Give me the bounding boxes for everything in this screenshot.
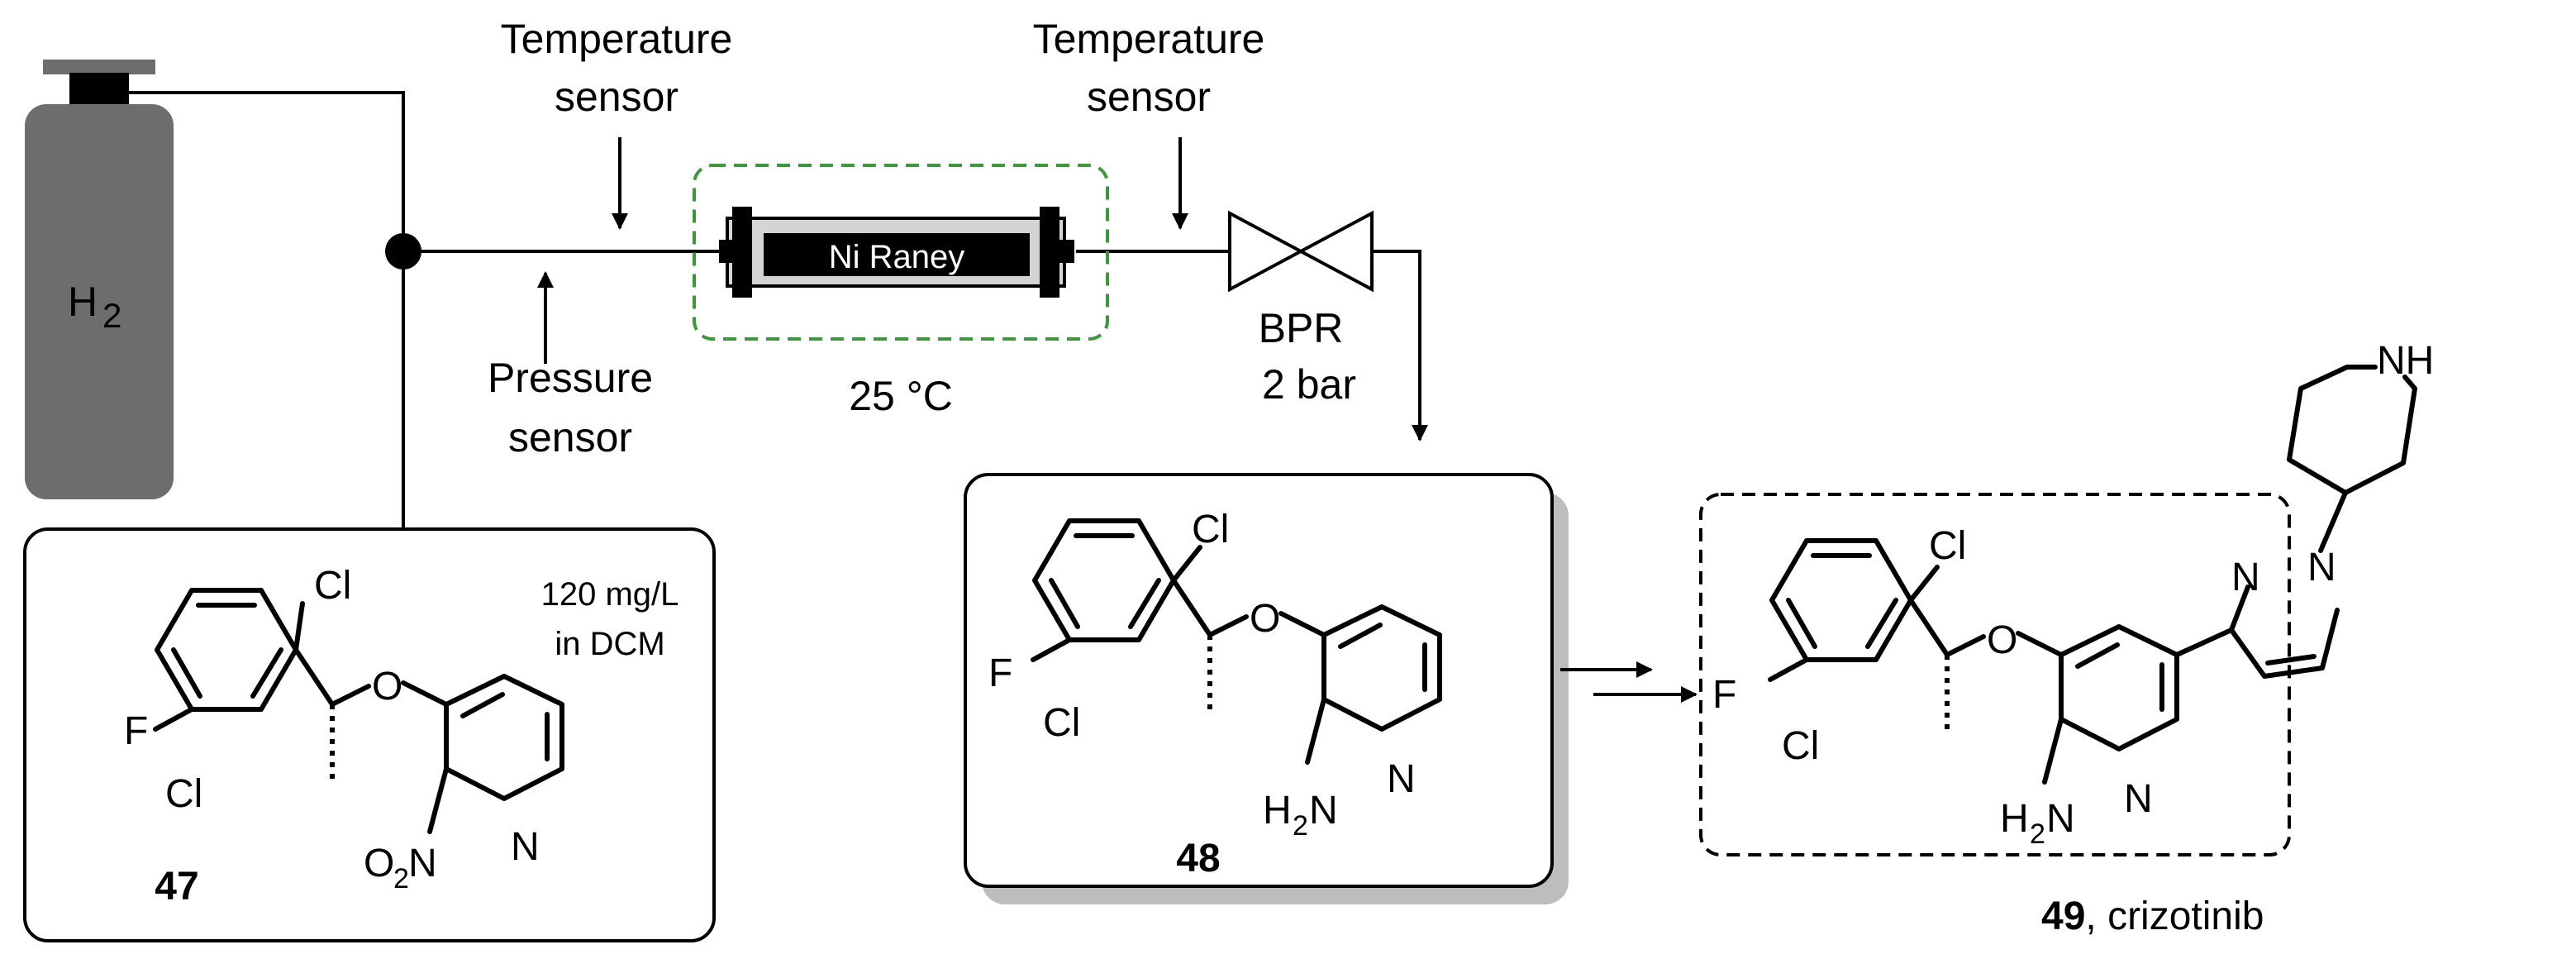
compound-47-panel: 120 mg/L in DCM Cl Cl F O N O — [23, 527, 716, 942]
compound-49-caption: 49, crizotinib — [2041, 895, 2264, 938]
bpr-label: BPR — [1259, 305, 1344, 351]
compound-49-atom-amine-h: H — [2000, 797, 2029, 841]
compound-47-atom-nitro-n: N — [408, 842, 437, 885]
pressure-sensor-line1: Pressure — [488, 355, 653, 401]
compound-49-name: , crizotinib — [2085, 895, 2264, 938]
compound-48-number: 48 — [1176, 837, 1220, 880]
compound-47-atom-o: O — [372, 665, 402, 709]
compound-49-atom-o: O — [1987, 618, 2017, 662]
compound-48-atom-o: O — [1250, 597, 1280, 641]
reactor: Ni Raney 25 °C — [693, 164, 1109, 419]
temperature-sensor-2-line2: sensor — [1087, 74, 1211, 120]
compound-47-atom-nitro-o: O — [364, 842, 394, 885]
compound-49-panel: Cl Cl F O N H 2 N N N NH — [1699, 339, 2434, 856]
compound-49-structure — [1768, 365, 2417, 785]
compound-49-atom-pyrazole-n1: N — [2231, 556, 2260, 599]
cylinder-label: H — [68, 279, 98, 325]
thermostat-bath — [693, 164, 1109, 341]
concentration-line1: 120 mg/L — [541, 576, 679, 613]
compound-49-atom-pyrazole-n2: N — [2307, 546, 2336, 589]
compound-49-number: 49 — [2041, 895, 2085, 938]
temperature-sensor-1: Temperature sensor — [501, 16, 733, 230]
compound-47-atom-cl-bottom: Cl — [165, 772, 202, 816]
compound-48-atom-amine-sub: 2 — [1293, 810, 1308, 842]
compound-48-panel: Cl Cl F O N H 2 N 48 — [964, 473, 1569, 904]
cylinder-label-subscript: 2 — [102, 296, 121, 335]
concentration-line2: in DCM — [555, 626, 664, 662]
compound-47-atom-cl-top: Cl — [314, 564, 351, 608]
compound-48-atom-cl-top: Cl — [1192, 508, 1229, 551]
compound-48-atom-n: N — [1387, 757, 1416, 801]
compound-48-atom-amine-n: N — [1309, 789, 1338, 833]
compound-49-atom-f: F — [1712, 673, 1736, 717]
compound-47-atom-f: F — [124, 709, 148, 753]
compound-48-atom-f: F — [988, 651, 1012, 695]
compound-49-atom-cl-top: Cl — [1929, 524, 1966, 568]
compound-48-atom-amine-h: H — [1263, 789, 1292, 833]
compound-48-atom-cl-bottom: Cl — [1043, 701, 1080, 745]
catalyst-bed — [764, 233, 1030, 276]
temperature-sensor-2: Temperature sensor — [1033, 16, 1265, 230]
flow-lines — [129, 91, 1428, 529]
pressure-sensor: Pressure sensor — [488, 271, 653, 460]
compound-47-structure — [153, 588, 564, 834]
junction-node — [385, 233, 421, 270]
compound-48-structure — [1031, 518, 1442, 765]
compound-47-atom-nitro-sub: 2 — [393, 863, 409, 895]
compound-47-atom-n: N — [511, 825, 540, 869]
compound-49-atom-amine-n: N — [2046, 797, 2075, 841]
compound-49-atom-amine-sub: 2 — [2030, 818, 2045, 850]
compound-49-atom-cl-bottom: Cl — [1782, 724, 1819, 768]
back-pressure-regulator: BPR 2 bar — [1228, 210, 1374, 408]
temperature-sensor-1-line1: Temperature — [501, 16, 733, 62]
bpr-pressure: 2 bar — [1262, 361, 1356, 408]
temperature-sensor-2-line1: Temperature — [1033, 16, 1265, 62]
compound-49-atom-nh: NH — [2377, 339, 2434, 383]
reactor-temperature: 25 °C — [849, 373, 953, 419]
temperature-sensor-1-line2: sensor — [555, 74, 679, 120]
compound-47-number: 47 — [155, 865, 198, 909]
reactor-label: Ni Raney — [829, 239, 965, 275]
pressure-sensor-line2: sensor — [508, 414, 632, 460]
hydrogen-cylinder: H 2 — [25, 60, 174, 499]
compound-49-atom-n: N — [2124, 777, 2153, 821]
